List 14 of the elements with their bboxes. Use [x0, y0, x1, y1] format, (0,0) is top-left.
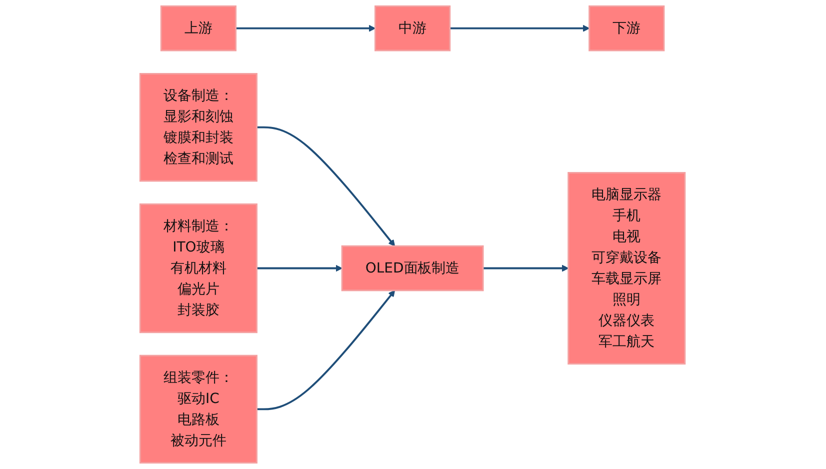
arrow [257, 126, 396, 246]
node-box: 中游 [374, 5, 452, 52]
node-box: 电脑显示器 手机 电视 可穿戴设备 车载显示屏 照明 仪器仪表 军工航天 [568, 172, 686, 365]
arrow [236, 24, 376, 32]
node-box: OLED面板制造 [342, 245, 484, 292]
arrow [483, 264, 570, 272]
arrow [257, 290, 396, 410]
node-box: 材料制造： ITO玻璃 有机材料 偏光片 封装胶 [140, 203, 258, 334]
arrow [450, 24, 590, 32]
node-box: 上游 [160, 5, 237, 52]
node-box: 设备制造： 显影和刻蚀 镀膜和封装 检查和测试 [140, 72, 258, 182]
arrow [257, 264, 343, 272]
node-box: 组装零件： 驱动IC 电路板 被动元件 [140, 354, 258, 464]
node-box: 下游 [589, 5, 666, 52]
